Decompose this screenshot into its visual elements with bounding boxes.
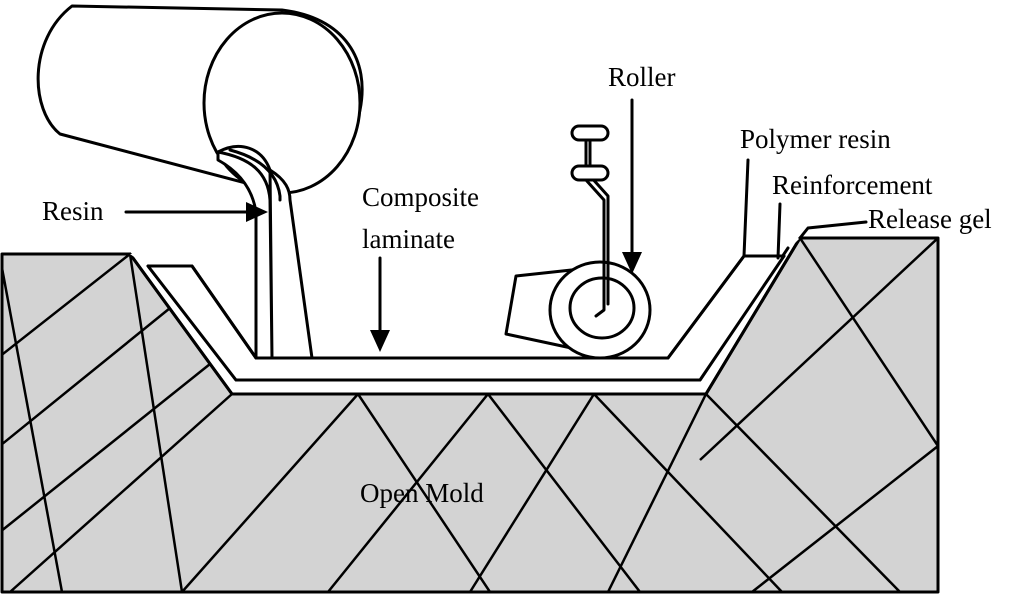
arrows [124, 98, 642, 352]
polymer-resin-surface [158, 254, 786, 360]
leader-lines [742, 158, 868, 260]
handle-grip-top [570, 124, 610, 142]
resin-bucket [36, 4, 364, 195]
label-release-gel: Release gel [868, 204, 992, 234]
label-composite: Composite [362, 182, 479, 212]
label-roller: Roller [608, 62, 676, 92]
resin-stream [216, 150, 314, 360]
label-open-mold: Open Mold [360, 478, 484, 508]
label-reinforcement: Reinforcement [772, 170, 933, 200]
label-polymer-resin: Polymer resin [740, 124, 891, 154]
open-mold [0, 236, 940, 594]
release-gel-layer [128, 236, 802, 396]
roller [504, 124, 652, 360]
label-resin: Resin [42, 196, 104, 226]
mold-hatching [2, 238, 938, 592]
handle-grip-middle [570, 164, 610, 182]
label-laminate: laminate [362, 224, 455, 254]
